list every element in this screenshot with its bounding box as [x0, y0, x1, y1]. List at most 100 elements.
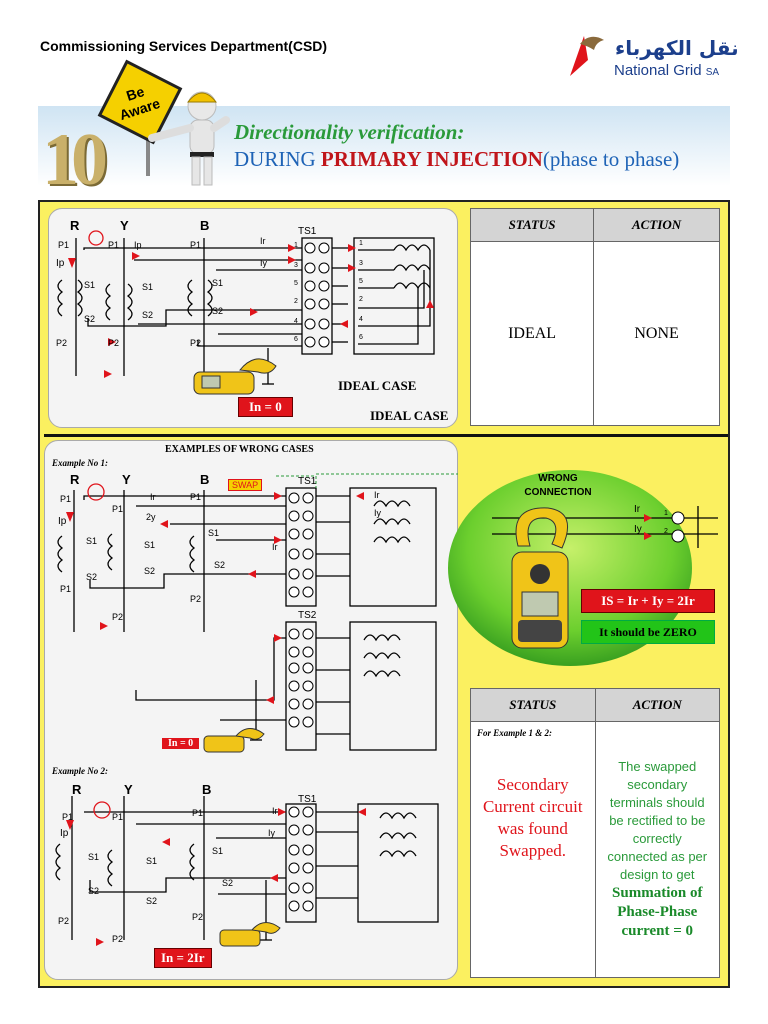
- title-primary-injection: DURING PRIMARY INJECTION(phase to phase): [234, 147, 680, 171]
- wrong-action-header: ACTION: [594, 688, 720, 722]
- ideal-relay-terminal-5: 5: [359, 278, 363, 285]
- ideal-relay-terminal-3: 3: [359, 260, 363, 267]
- ideal-label-s1-b: S1: [212, 278, 224, 288]
- ex1-s2-r: S2: [86, 572, 98, 582]
- ideal-relay-terminal-1: 1: [359, 240, 363, 247]
- ex1-p1-r: P1: [60, 494, 72, 504]
- wrong-status-header: STATUS: [470, 688, 596, 722]
- is-equation: IS = Ir + Iy = 2Ir: [581, 589, 715, 613]
- ex1-p2-y: P2: [112, 612, 124, 622]
- ideal-terminal-3: 3: [294, 262, 298, 269]
- ex2-s1-b: S1: [212, 846, 224, 856]
- ex2-phase-b: B: [202, 782, 212, 797]
- ideal-status-value: IDEAL: [469, 241, 595, 426]
- wrong-connection-title: WRONG CONNECTION: [524, 473, 592, 498]
- ideal-relay-terminal-6: 6: [359, 334, 363, 341]
- ideal-label-p1-b: P1: [190, 240, 202, 250]
- department-title: Commissioning Services Department(CSD): [40, 38, 328, 54]
- sign-text: Be: [124, 83, 146, 104]
- for-example-label: For Example 1 & 2:: [477, 728, 553, 738]
- ex1-ir-mid: Ir: [272, 542, 278, 552]
- ex2-s2-y: S2: [146, 896, 158, 906]
- ideal-label-iy: Iy: [260, 258, 268, 268]
- wrong-cases-title: EXAMPLES OF WRONG CASES: [165, 444, 314, 455]
- ex2-s1-r: S1: [88, 852, 100, 862]
- wrong-action-bold: Summation of Phase-Phase current = 0: [612, 885, 703, 939]
- ex1-s1-b: S1: [208, 528, 220, 538]
- bubble-terminal-1: 1: [664, 510, 668, 517]
- ideal-terminal-5: 5: [294, 280, 298, 287]
- ex1-2y: 2y: [146, 512, 156, 522]
- ex2-iy: Iy: [268, 828, 276, 838]
- ex1-p1-bottom: P1: [60, 584, 72, 594]
- ex2-p2-y: P2: [112, 934, 124, 944]
- should-be-zero: It should be ZERO: [581, 620, 715, 644]
- ex1-phase-b: B: [200, 472, 210, 487]
- ideal-action-value: NONE: [593, 241, 720, 426]
- ex2-p1-r: P1: [62, 812, 74, 822]
- ex1-s2-b: S2: [214, 560, 226, 570]
- ideal-terminal-1: 1: [294, 242, 298, 249]
- ideal-relay-terminal-2: 2: [359, 296, 363, 303]
- ex2-ir: Ir: [272, 806, 278, 816]
- ideal-label-s2-b: S2: [212, 306, 224, 316]
- ex2-s2-r: S2: [88, 886, 100, 896]
- ideal-label-s1-y: S1: [142, 282, 154, 292]
- ideal-label-p2-y: P2: [108, 338, 120, 348]
- ex1-p1-b: P1: [190, 492, 202, 502]
- section-divider: [44, 434, 728, 437]
- ex1-ts1-label: TS1: [298, 476, 317, 487]
- ex2-phase-r: R: [72, 782, 82, 797]
- ideal-phase-r: R: [70, 218, 80, 233]
- ex2-s1-y: S1: [146, 856, 158, 866]
- ideal-phase-b: B: [200, 218, 210, 233]
- ex1-ip: Ip: [58, 516, 67, 527]
- ideal-label-p2-b: P2: [190, 338, 202, 348]
- ex1-iy-relay: Iy: [374, 508, 382, 518]
- ex1-s2-y: S2: [144, 566, 156, 576]
- ex2-ip: Ip: [60, 828, 69, 839]
- ideal-label-ip: Ip: [56, 258, 65, 269]
- ideal-ts1-label: TS1: [298, 226, 317, 237]
- ex1-phase-y: Y: [122, 472, 131, 487]
- bubble-ir: Ir: [634, 504, 641, 515]
- ex1-ir-relay: Ir: [374, 490, 380, 500]
- ex1-phase-r: R: [70, 472, 80, 487]
- ideal-terminal-6: 6: [294, 336, 298, 343]
- ideal-case-diagram: [57, 230, 435, 395]
- ideal-action-header: ACTION: [593, 208, 720, 242]
- ideal-terminal-2: 2: [294, 298, 298, 305]
- ideal-terminal-4: 4: [294, 318, 298, 325]
- ideal-label-p1-y: P1: [108, 240, 120, 250]
- swap-badge: SWAP: [228, 479, 263, 491]
- ex2-ts1-label: TS1: [298, 794, 317, 805]
- ideal-label-p2-r: P2: [56, 338, 68, 348]
- wrong-cases-panel: [44, 440, 458, 980]
- wrong-status-value: Secondary Current circuit was found Swap…: [482, 775, 583, 860]
- ex2-in-value: In = 2Ir: [154, 948, 212, 968]
- ideal-label-p1-r: P1: [58, 240, 70, 250]
- ex1-s1-y: S1: [144, 540, 156, 550]
- wrong-action-value: The swapped secondary terminals should b…: [607, 759, 708, 882]
- ideal-label-ip-y: Ip: [134, 240, 142, 250]
- ex2-p2-b: P2: [192, 912, 204, 922]
- ex1-in-value: In = 0: [162, 738, 200, 749]
- ideal-label-s2-r: S2: [84, 314, 96, 324]
- ex2-p2-r: P2: [58, 916, 70, 926]
- ideal-label-s2-y: S2: [142, 310, 154, 320]
- national-grid-logo-icon: [570, 36, 604, 76]
- ideal-case-label: IDEAL CASE: [338, 378, 417, 393]
- be-aware-figure-icon: Be Aware: [97, 59, 230, 186]
- logo-arabic: نقل الكهرباء: [615, 36, 739, 60]
- ex1-ts2-label: TS2: [298, 610, 317, 621]
- example1-label: Example No 1:: [52, 458, 108, 468]
- ex2-s2-b: S2: [222, 878, 234, 888]
- ideal-label-ir: Ir: [260, 236, 266, 246]
- ideal-in-value: In = 0: [238, 397, 293, 417]
- ex2-p1-b: P1: [192, 808, 204, 818]
- wrong-connection-bubble: [448, 470, 718, 666]
- bubble-terminal-2: 2: [664, 528, 668, 535]
- ex1-s1-r: S1: [86, 536, 98, 546]
